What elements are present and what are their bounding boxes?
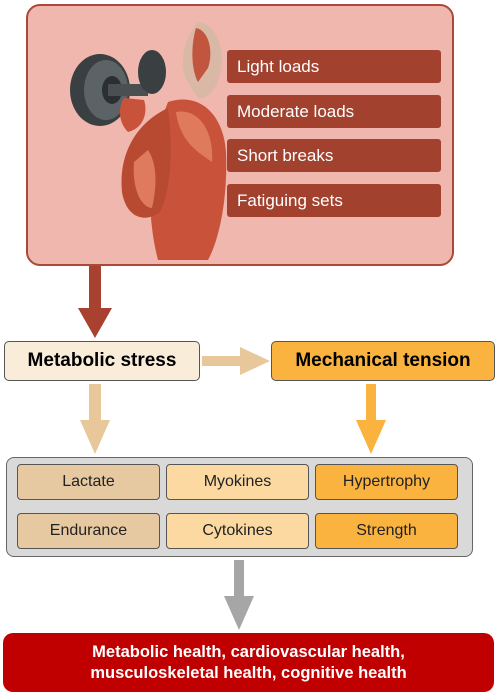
arrow-right-tan [202, 347, 270, 375]
load-item-short-breaks: Short breaks [227, 139, 441, 172]
load-item-light: Light loads [227, 50, 441, 83]
outcome-cytokines: Cytokines [166, 513, 309, 549]
muscle-body-shape [119, 22, 227, 260]
mechanical-tension-box: Mechanical tension [271, 341, 495, 381]
training-parameters-panel: Light loads Moderate loads Short breaks … [26, 4, 454, 266]
outcomes-panel: Lactate Myokines Hypertrophy Endurance C… [6, 457, 473, 557]
arrow-down-gray [224, 560, 254, 630]
outcome-lactate: Lactate [17, 464, 160, 500]
dumbbell-icon [70, 50, 166, 126]
arrow-down-dark-red [78, 266, 112, 338]
health-outcomes-banner: Metabolic health, cardiovascular health,… [3, 633, 494, 692]
arrow-down-tan [80, 384, 110, 454]
muscle-figure-illustration [70, 22, 227, 260]
health-banner-line1: Metabolic health, cardiovascular health, [92, 642, 405, 661]
outcome-myokines: Myokines [166, 464, 309, 500]
outcome-endurance: Endurance [17, 513, 160, 549]
arrow-down-orange [356, 384, 386, 454]
metabolic-stress-box: Metabolic stress [4, 341, 200, 381]
outcome-strength: Strength [315, 513, 458, 549]
load-item-fatiguing-sets: Fatiguing sets [227, 184, 441, 217]
outcome-hypertrophy: Hypertrophy [315, 464, 458, 500]
load-item-moderate: Moderate loads [227, 95, 441, 128]
health-banner-line2: musculoskeletal health, cognitive health [90, 663, 407, 682]
